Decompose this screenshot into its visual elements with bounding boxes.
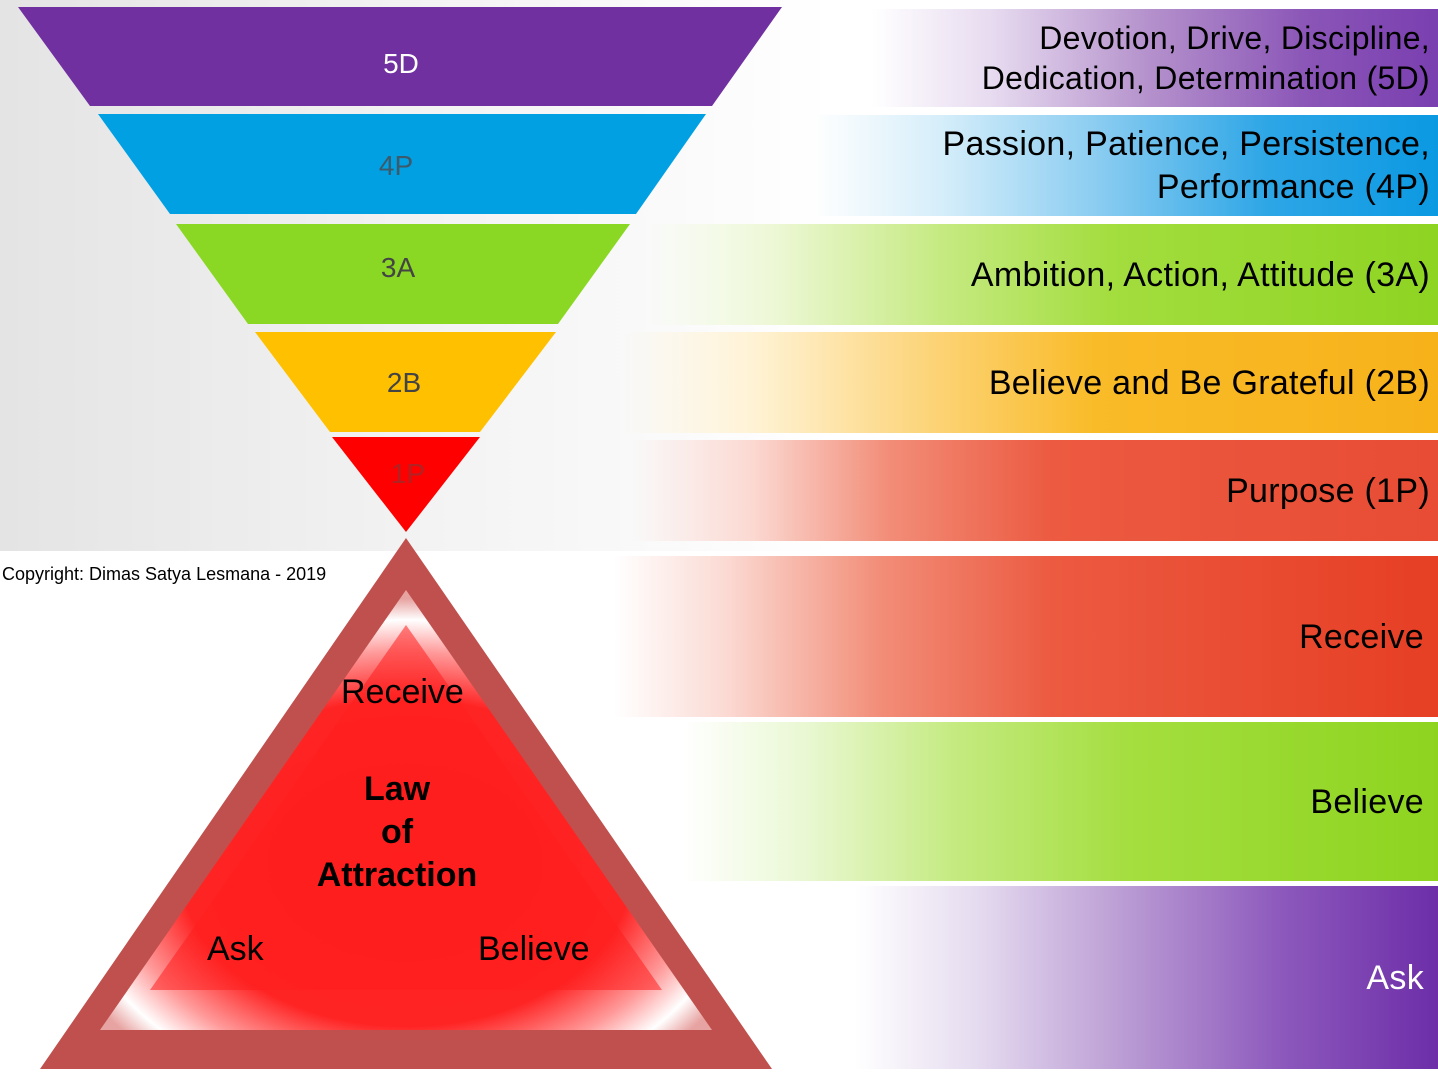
loa-title-line1: Law [363, 770, 431, 808]
band-ask-text: Ask [1366, 958, 1424, 997]
loa-title-line3: Attraction [316, 856, 478, 894]
triangle-inner-core [150, 625, 662, 990]
loa-title-line2: of [380, 813, 414, 851]
band-2b: Believe and Be Grateful (2B) [580, 332, 1438, 433]
triangle-label-believe: Believe [478, 930, 590, 968]
funnel-label-2b: 2B [386, 367, 422, 398]
funnel-segment-5d [18, 7, 782, 106]
funnel-segment-3a [176, 224, 630, 324]
band-1p: Purpose (1P) [580, 440, 1438, 541]
funnel-diagram [18, 7, 782, 532]
funnel-segment-2b [255, 332, 556, 432]
band-3a: Ambition, Action, Attitude (3A) [580, 224, 1438, 325]
band-4p-line2: Performance (4P) [1156, 167, 1430, 206]
funnel-label-4p: 4P [378, 150, 414, 181]
funnel-label-5d: 5D [383, 48, 419, 79]
band-4p-line1: Passion, Patience, Persistence, [942, 124, 1430, 163]
copyright-text: Copyright: Dimas Satya Lesmana - 2019 [2, 564, 327, 584]
band-4p: Passion, Patience, Persistence, Performa… [580, 115, 1438, 216]
band-receive-text: Receive [1299, 617, 1424, 656]
band-believe-text: Believe [1310, 782, 1424, 821]
band-receive: Receive [580, 556, 1438, 717]
band-5d-line1: Devotion, Drive, Discipline, [1039, 20, 1430, 56]
band-3a-text: Ambition, Action, Attitude (3A) [970, 255, 1430, 294]
triangle-label-receive: Receive [341, 673, 464, 711]
law-of-attraction-triangle [40, 538, 772, 1069]
law-of-attraction-title: Law of Attraction [297, 768, 497, 897]
funnel-label-1p: 1P [390, 458, 426, 489]
band-believe: Believe [580, 722, 1438, 881]
funnel-label-3a: 3A [380, 252, 416, 283]
triangle-label-ask: Ask [207, 930, 264, 968]
band-1p-text: Purpose (1P) [1226, 471, 1430, 510]
band-2b-text: Believe and Be Grateful (2B) [988, 363, 1430, 402]
funnel-segment-4p [98, 114, 706, 214]
band-5d-line2: Dedication, Determination (5D) [981, 60, 1430, 96]
funnel-segment-1p [332, 437, 480, 532]
